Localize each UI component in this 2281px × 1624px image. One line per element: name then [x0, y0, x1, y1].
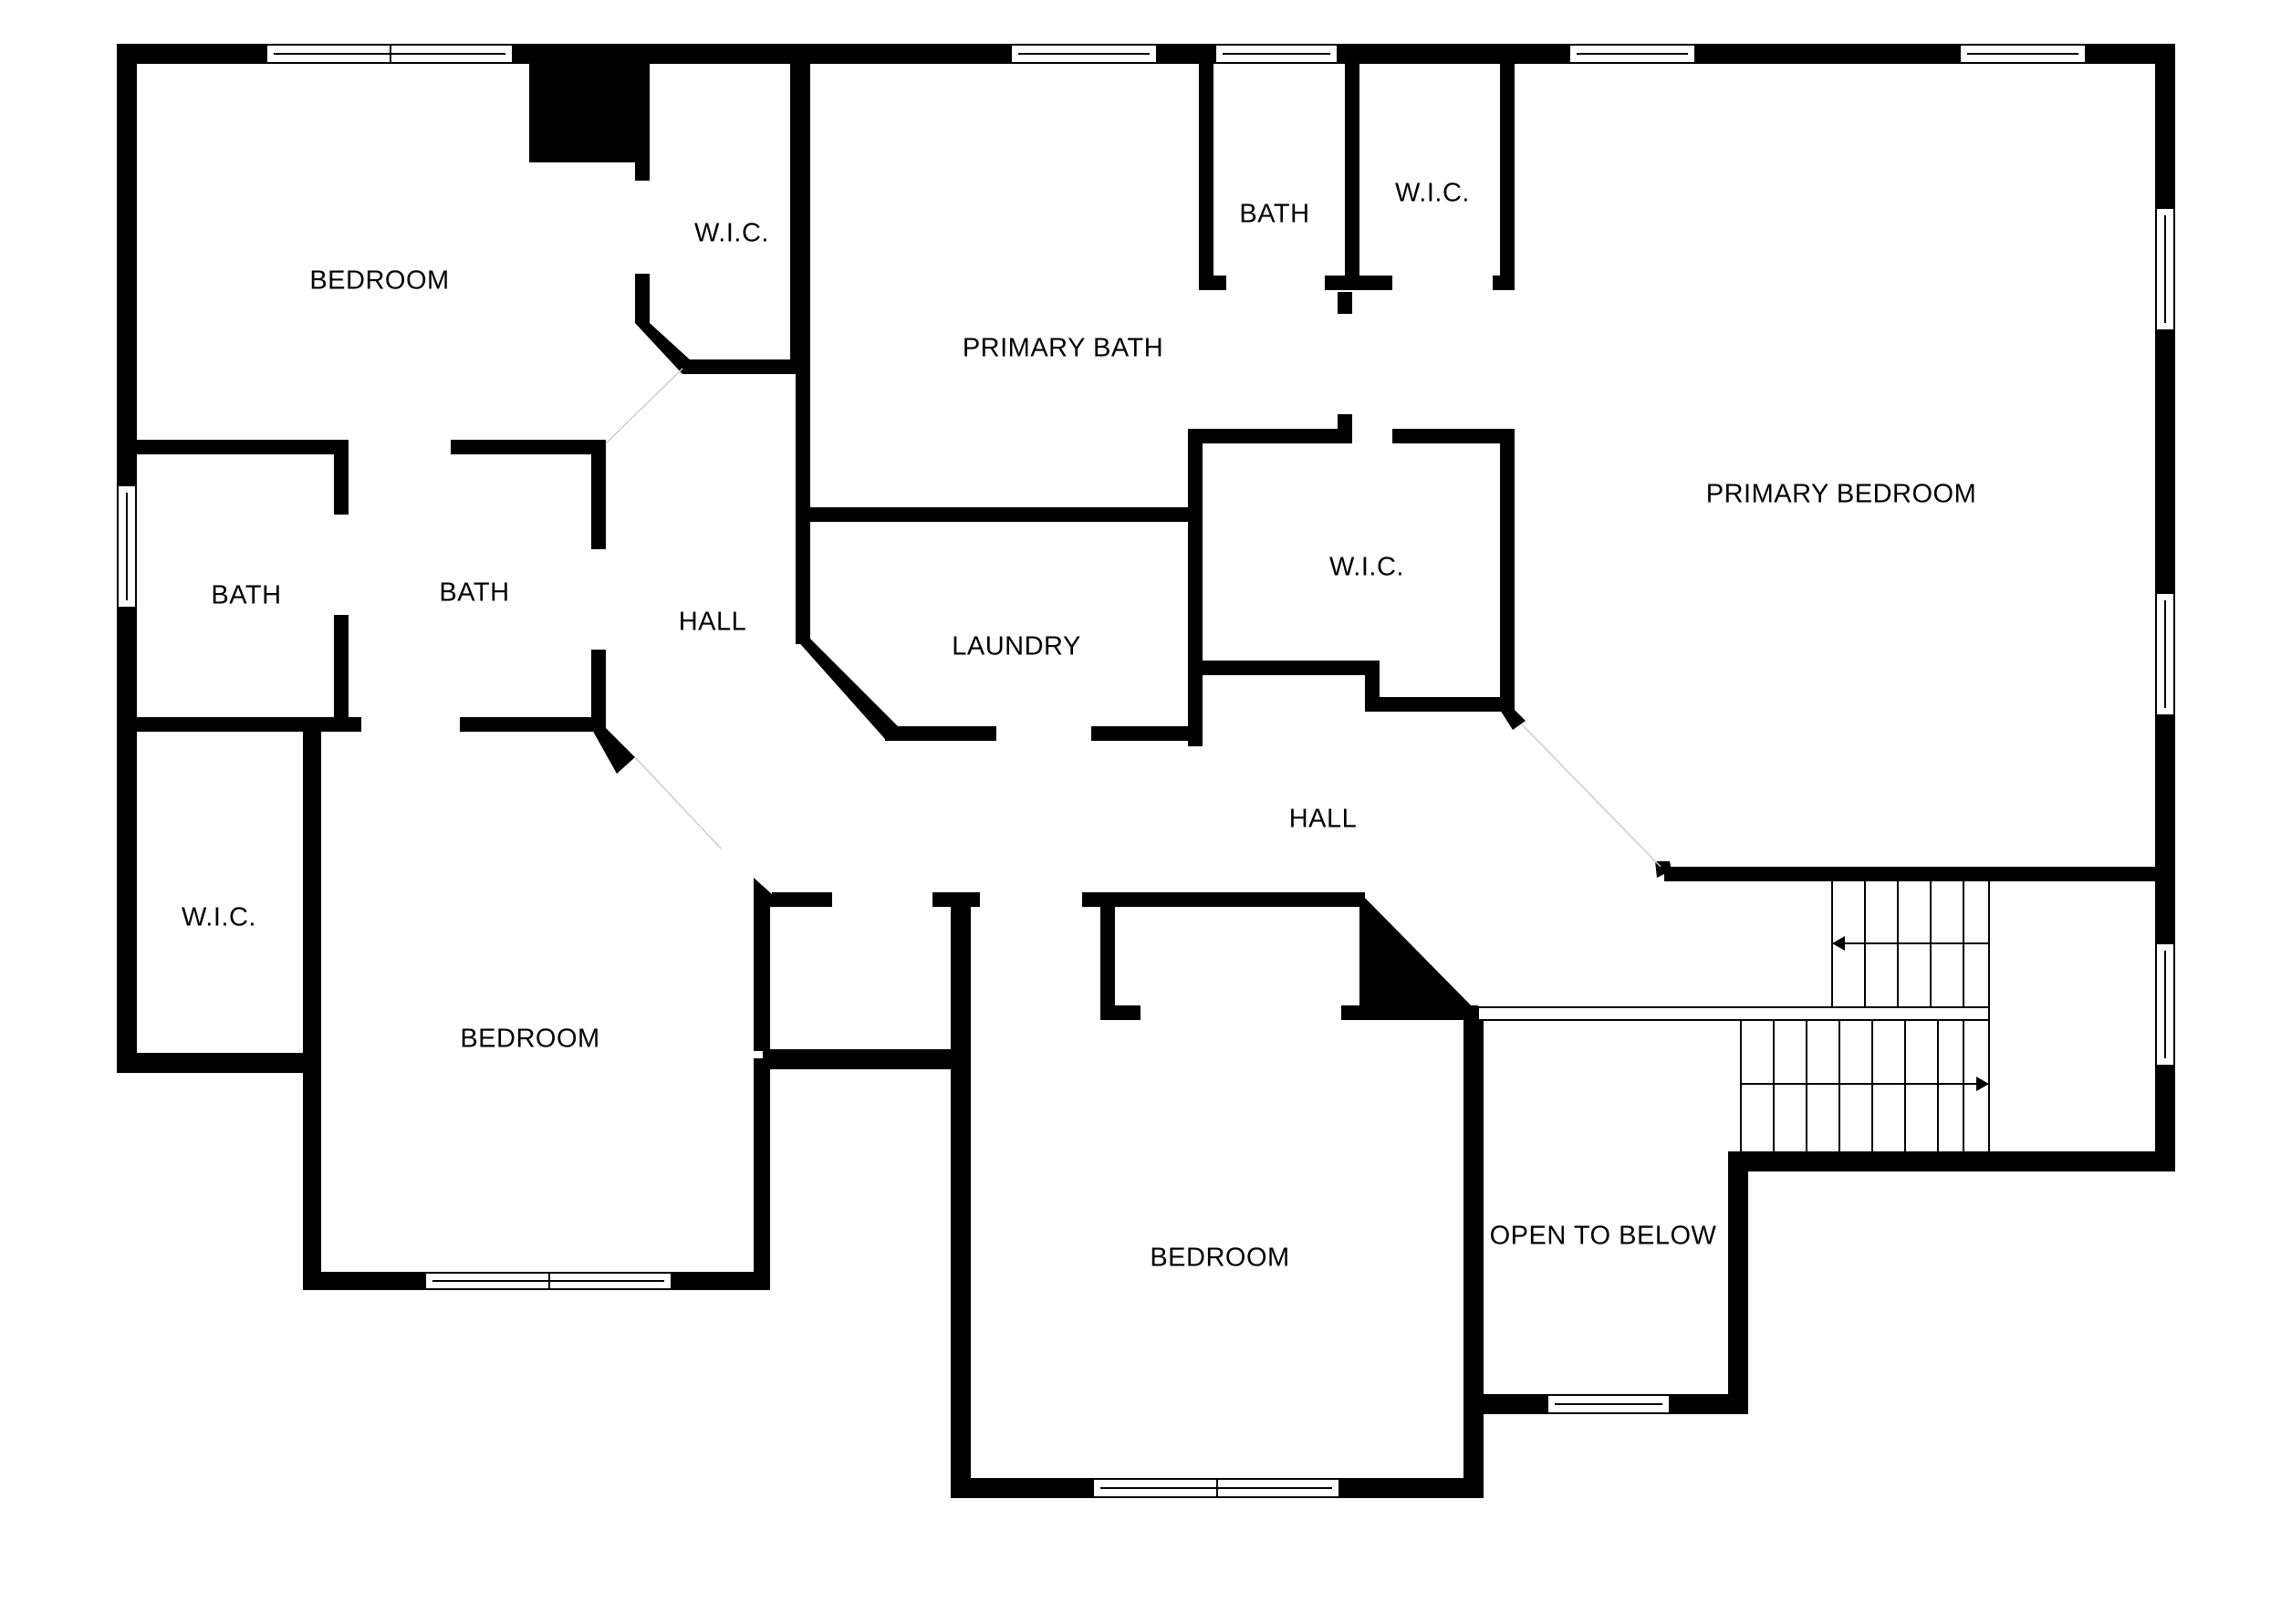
door-openings	[605, 368, 1661, 868]
walls	[117, 44, 2175, 1498]
room-label-open-to-below: OPEN TO BELOW	[1489, 1221, 1717, 1251]
room-label-hall-south: HALL	[1288, 804, 1358, 834]
stairs	[1477, 881, 1990, 1151]
room-label-bedroom-sw: BEDROOM	[460, 1024, 600, 1054]
room-label-bath-top: BATH	[1239, 199, 1310, 229]
room-label-bath-west: BATH	[211, 580, 282, 610]
room-label-primary-bedroom: PRIMARY BEDROOM	[1705, 479, 1977, 509]
room-label-wic-nw: W.I.C.	[694, 218, 769, 248]
windows	[117, 44, 2175, 1498]
room-label-wic-sw: W.I.C.	[182, 902, 256, 932]
stair-arrows	[1832, 936, 1989, 1091]
room-label-wic-primary: W.I.C.	[1329, 552, 1404, 582]
room-label-wic-top: W.I.C.	[1395, 178, 1470, 208]
room-label-bedroom-s: BEDROOM	[1150, 1243, 1290, 1273]
room-label-hall-north: HALL	[678, 607, 747, 637]
room-label-laundry: LAUNDRY	[952, 631, 1081, 661]
room-label-bath-mid: BATH	[439, 578, 510, 608]
arrow-left-icon	[1832, 936, 1845, 951]
room-label-bedroom-nw: BEDROOM	[309, 265, 450, 296]
room-label-primary-bath: PRIMARY BATH	[962, 333, 1164, 363]
arrow-right-icon	[1976, 1077, 1989, 1091]
